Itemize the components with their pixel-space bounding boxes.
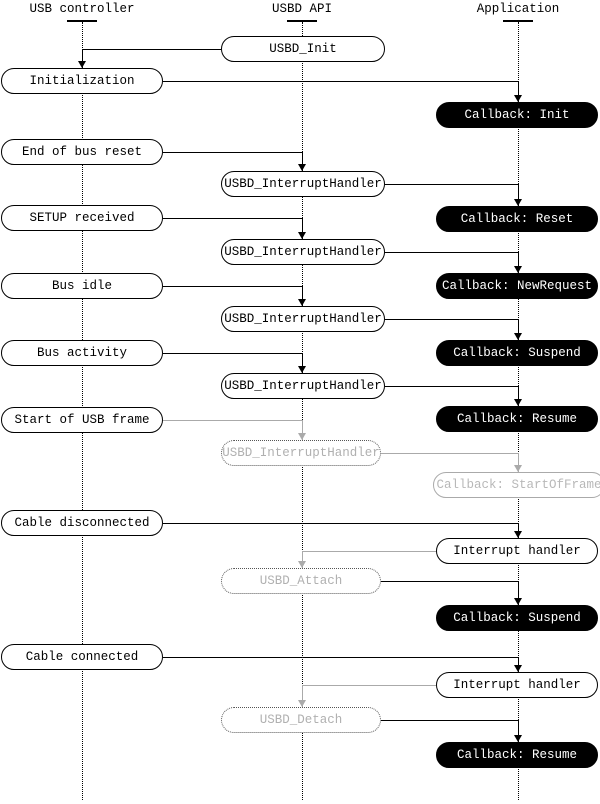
edge-cableconn-ih-h — [163, 657, 518, 658]
node-callback-resume-2: Callback: Resume — [436, 742, 598, 768]
edge-ih1-cbreset-h — [385, 184, 518, 185]
edge-usbdinit-init-v — [82, 49, 83, 68]
node-usbd-attach: USBD_Attach — [221, 568, 381, 594]
edge-busidle-ih3-h — [163, 286, 302, 287]
arrow-down-icon — [514, 95, 522, 102]
edge-ih4-cbresume-h — [385, 386, 518, 387]
node-cable-disconnected: Cable disconnected — [1, 510, 163, 536]
edge-ih5-cbsof-h — [381, 453, 518, 454]
arrow-down-icon — [298, 561, 306, 568]
edge-ih4-cbresume-v — [518, 386, 519, 406]
lifeline-usbd-api — [302, 22, 303, 800]
edge-ih-attach-v — [302, 551, 303, 568]
edge-ih5-cbsof-v — [518, 453, 519, 472]
edge-sof-ih5-v — [302, 420, 303, 440]
application-underline — [503, 20, 533, 22]
column-header-usb-controller: USB controller — [29, 2, 135, 16]
node-interrupt-handler-1: Interrupt handler — [436, 538, 598, 564]
edge-sof-ih5-h — [163, 420, 302, 421]
node-cable-connected: Cable connected — [1, 644, 163, 670]
edge-ih-detach-h — [302, 685, 436, 686]
node-usbd-interrupthandler-1: USBD_InterruptHandler — [221, 171, 385, 197]
edge-setup-ih2-h — [163, 218, 302, 219]
edge-ih3-cbsuspend-h — [385, 319, 518, 320]
column-header-application: Application — [476, 2, 560, 16]
edge-ih-attach-h — [302, 551, 436, 552]
edge-setup-ih2-v — [302, 218, 303, 239]
arrow-down-icon — [298, 433, 306, 440]
node-usbd-interrupthandler-2: USBD_InterruptHandler — [221, 239, 385, 265]
edge-detach-cbresume-h — [381, 720, 518, 721]
node-usbd-interrupthandler-4: USBD_InterruptHandler — [221, 373, 385, 399]
node-callback-suspend-2: Callback: Suspend — [436, 605, 598, 631]
arrow-down-icon — [78, 61, 86, 68]
arrow-down-icon — [298, 700, 306, 707]
usbd-api-underline — [287, 20, 317, 22]
node-start-of-usb-frame: Start of USB frame — [1, 407, 163, 433]
arrow-down-icon — [298, 164, 306, 171]
edge-usbdinit-init-h — [82, 49, 221, 50]
node-interrupt-handler-2: Interrupt handler — [436, 672, 598, 698]
arrow-down-icon — [298, 232, 306, 239]
edge-attach-cbsuspend-v — [518, 581, 519, 605]
arrow-down-icon — [514, 333, 522, 340]
arrow-down-icon — [514, 531, 522, 538]
arrow-down-icon — [514, 598, 522, 605]
edge-ih2-cbnewreq-v — [518, 252, 519, 273]
edge-cabledisc-ih-v — [518, 523, 519, 538]
edge-busidle-ih3-v — [302, 286, 303, 306]
node-initialization: Initialization — [1, 68, 163, 94]
edge-attach-cbsuspend-h — [381, 581, 518, 582]
arrow-down-icon — [514, 199, 522, 206]
arrow-down-icon — [298, 299, 306, 306]
column-header-usbd-api: USBD API — [271, 2, 332, 16]
node-callback-init: Callback: Init — [436, 102, 598, 128]
usb-controller-underline — [67, 20, 97, 22]
arrow-down-icon — [298, 366, 306, 373]
edge-cableconn-ih-v — [518, 657, 519, 672]
edge-init-cbinit-v — [518, 81, 519, 102]
edge-busactivity-ih4-v — [302, 353, 303, 373]
edge-busreset-ih1-h — [163, 152, 302, 153]
node-callback-startofframe: Callback: StartOfFrame — [433, 472, 600, 498]
arrow-down-icon — [514, 735, 522, 742]
node-usbd-interrupthandler-3: USBD_InterruptHandler — [221, 306, 385, 332]
edge-busreset-ih1-v — [302, 152, 303, 171]
node-bus-idle: Bus idle — [1, 273, 163, 299]
node-callback-reset: Callback: Reset — [436, 206, 598, 232]
edge-busactivity-ih4-h — [163, 353, 302, 354]
node-callback-resume-1: Callback: Resume — [436, 406, 598, 432]
edge-ih2-cbnewreq-h — [385, 252, 518, 253]
node-end-of-bus-reset: End of bus reset — [1, 139, 163, 165]
node-usbd-interrupthandler-ghost: USBD_InterruptHandler — [221, 440, 381, 466]
node-bus-activity: Bus activity — [1, 340, 163, 366]
edge-ih1-cbreset-v — [518, 184, 519, 206]
arrow-down-icon — [514, 266, 522, 273]
node-usbd-init: USBD_Init — [221, 36, 385, 62]
arrow-down-icon — [514, 465, 522, 472]
arrow-down-icon — [514, 665, 522, 672]
node-callback-suspend-1: Callback: Suspend — [436, 340, 598, 366]
node-usbd-detach: USBD_Detach — [221, 707, 381, 733]
node-setup-received: SETUP received — [1, 205, 163, 231]
edge-ih3-cbsuspend-v — [518, 319, 519, 340]
edge-cabledisc-ih-h — [163, 523, 518, 524]
arrow-down-icon — [514, 399, 522, 406]
node-callback-newrequest: Callback: NewRequest — [436, 273, 598, 299]
edge-detach-cbresume-v — [518, 720, 519, 742]
edge-init-cbinit-h — [163, 81, 518, 82]
edge-ih-detach-v — [302, 685, 303, 707]
